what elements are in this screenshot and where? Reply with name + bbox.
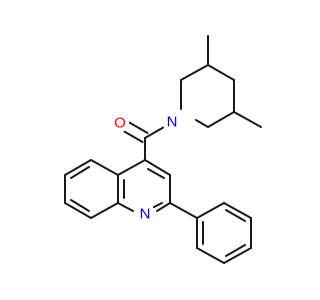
ring-bond xyxy=(223,202,252,219)
ring-bond xyxy=(156,202,171,212)
ring-double-bond xyxy=(225,244,246,257)
bond-lines xyxy=(64,35,262,264)
ring-bond xyxy=(64,159,92,176)
ring-bond xyxy=(180,64,209,81)
ring-bond xyxy=(196,202,225,219)
ring-bond xyxy=(90,202,119,219)
atom-background xyxy=(136,205,154,223)
ring-bond xyxy=(144,159,171,176)
ring-bond xyxy=(64,202,92,219)
ring-bond xyxy=(117,202,134,212)
ring-bond xyxy=(117,159,146,176)
ring-double-bond xyxy=(70,166,90,179)
molecule-structure: O N N xyxy=(64,35,262,264)
atom-n1: N xyxy=(163,113,181,131)
ring-bond xyxy=(195,119,209,128)
ring-bond xyxy=(207,64,235,81)
piperidine-nitrogen-label: N xyxy=(167,114,178,131)
quinoline-nitrogen-label: N xyxy=(140,206,151,223)
atom-background xyxy=(163,113,181,131)
oxygen-label: O xyxy=(114,115,126,132)
ring-bond xyxy=(90,159,119,176)
ring-bond xyxy=(196,247,225,264)
amide-bond xyxy=(144,126,164,139)
ring-double-bond xyxy=(70,199,90,212)
carbonyl-bond xyxy=(128,121,149,134)
ring-bond xyxy=(207,111,235,128)
ring-bond xyxy=(223,247,252,264)
ring-double-bond xyxy=(225,209,246,222)
ring-double-bond xyxy=(147,168,165,179)
atom-n2: N xyxy=(136,205,154,223)
carbonyl-bond xyxy=(123,130,144,143)
atom-background xyxy=(111,114,129,132)
atom-o1: O xyxy=(111,114,129,132)
phenyl-link-bond xyxy=(169,202,198,219)
ring-double-bond xyxy=(153,202,163,208)
methyl-bond xyxy=(233,111,262,128)
